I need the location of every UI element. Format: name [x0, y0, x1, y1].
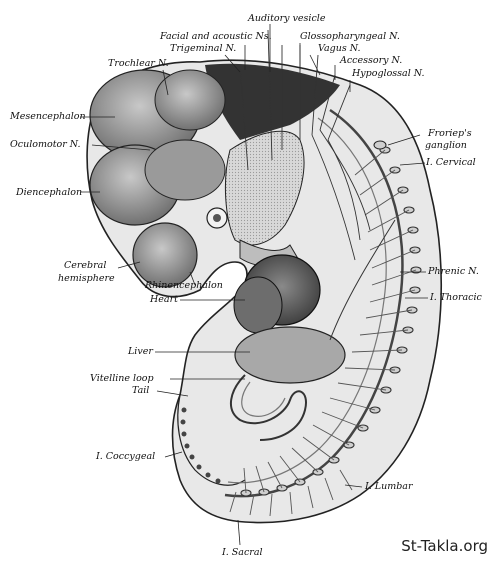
label-thoracic: I. Thoracic [430, 292, 482, 303]
label-lumbar: I. Lumbar [365, 481, 413, 492]
label-mesencephalon: Mesencephalon [10, 111, 86, 122]
leader-lines [80, 24, 428, 546]
dorsal-dark-region [205, 63, 340, 140]
label-oculomotor: Oculomotor N. [10, 139, 81, 150]
label-phrenic: Phrenic N. [428, 266, 479, 277]
label-diencephalon: Diencephalon [16, 187, 83, 198]
label-rhinencephalon: Rhinencephalon [145, 280, 223, 291]
label-tail: Tail [132, 385, 150, 396]
liver-shape [234, 326, 346, 384]
label-cervical: I. Cervical [426, 157, 476, 168]
cerebral-hemisphere-shape [132, 222, 198, 288]
label-vagus: Vagus N. [318, 43, 361, 54]
label-liver: Liver [128, 346, 153, 357]
label-coccygeal: I. Coccygeal [96, 451, 156, 462]
watermark-text: St-Takla.org [401, 537, 488, 555]
label-accessory: Accessory N. [340, 55, 403, 66]
froriep-ganglion-shape [373, 140, 387, 150]
label-sacral: I. Sacral [222, 547, 263, 558]
label-trochlear: Trochlear N. [108, 58, 169, 69]
neural-tube [224, 108, 404, 498]
coccygeal-segments [180, 407, 221, 484]
label-ganglion: ganglion [425, 140, 467, 151]
label-facial-acoustic: Facial and acoustic Ns. [160, 31, 272, 42]
label-trigeminal: Trigeminal N. [170, 43, 237, 54]
label-glossopharyngeal: Glossopharyngeal N. [300, 31, 400, 42]
phrenic-nerve [329, 219, 396, 341]
label-hypoglossal: Hypoglossal N. [352, 68, 425, 79]
tail-shape [177, 394, 246, 486]
label-hemisphere: hemisphere [58, 273, 115, 284]
label-froriep: Froriep's [428, 128, 472, 139]
label-heart: Heart [150, 294, 178, 305]
vitelline-loop-shape [230, 374, 307, 441]
label-cerebral: Cerebral [64, 260, 107, 271]
label-vitelline-loop: Vitelline loop [90, 373, 154, 384]
label-auditory-vesicle: Auditory vesicle [248, 13, 326, 24]
spinal-nerves [243, 149, 417, 494]
